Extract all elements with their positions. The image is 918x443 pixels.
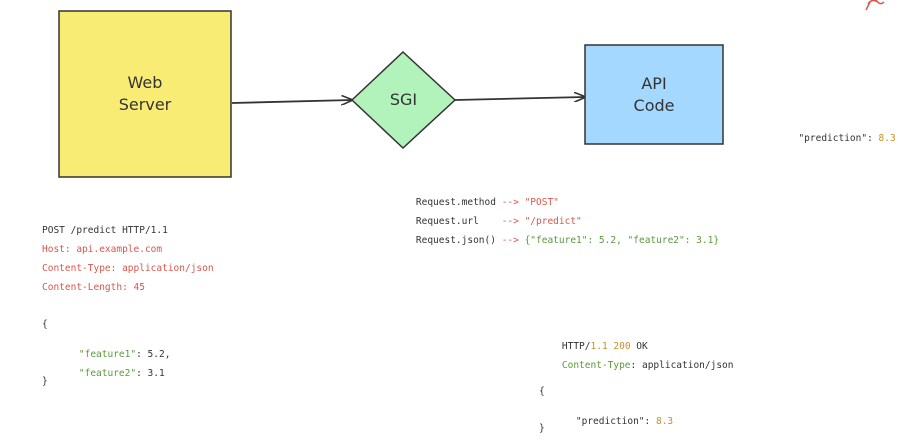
mapping-row-url: Request.url --> "/predict" [393, 205, 582, 238]
web-server-node [58, 10, 232, 178]
json-key: "feature1" [78, 349, 137, 360]
request-body-line-feature2: "feature2": 3.1 [56, 357, 165, 390]
json-value: 8.3 [655, 416, 674, 427]
mapping-row-method: Request.method --> "POST" [393, 186, 559, 219]
prediction-note-key: "prediction" [798, 133, 868, 144]
prediction-note-value: 8.3 [878, 133, 896, 144]
web-server-label-line2: Server [118, 95, 172, 114]
arrow-webserver-to-sgi [231, 100, 352, 103]
mapping-rhs: "POST" [518, 197, 559, 208]
request-header-content-type: Content-Type: application/json [42, 263, 214, 274]
request-body-open: { [42, 319, 48, 330]
mapping-lhs: Request.url [415, 216, 502, 227]
web-server-label-line1: Web [127, 73, 163, 92]
header-value: : application/json [630, 360, 734, 371]
response-header-content-type: Content-Type: application/json [539, 349, 734, 382]
request-header-content-length: Content-Length: 45 [42, 282, 145, 293]
status-code: 200 [613, 341, 631, 352]
prediction-note: "prediction": 8.3 [787, 122, 896, 144]
api-code-label: API Code [585, 45, 723, 144]
api-code-label-line2: Code [633, 95, 675, 115]
header-name: Content-Type [561, 360, 631, 371]
mapping-rhs: "/predict" [518, 216, 582, 227]
mapping-arrow: --> [501, 216, 519, 227]
arrow-sgi-to-api [454, 97, 585, 100]
response-body-line-prediction: "prediction": 8.3 [553, 405, 673, 438]
response-status-line: HTTP/1.1 200 OK [539, 330, 648, 363]
mapping-lhs: Request.method [415, 197, 502, 208]
mapping-row-json: Request.json() --> {"feature1": 5.2, "fe… [393, 224, 719, 257]
request-body-line-feature1: "feature1": 5.2, [56, 338, 171, 371]
json-key: "feature2" [78, 368, 137, 379]
response-body-open: { [539, 386, 545, 397]
request-header-host: Host: api.example.com [42, 244, 163, 255]
sgi-label: SGI [352, 52, 455, 148]
sgi-label-text: SGI [389, 90, 418, 109]
mapping-arrow: --> [501, 235, 519, 246]
api-code-label-line1: API [641, 73, 667, 93]
api-code-node [584, 44, 724, 145]
request-body-close: } [42, 376, 48, 387]
mapping-arrow: --> [501, 197, 519, 208]
request-line: POST /predict HTTP/1.1 [42, 225, 168, 236]
json-value: : 3.1 [136, 368, 165, 379]
partial-handwritten-annotation [865, 0, 885, 11]
web-server-label: Web Server [59, 11, 231, 177]
mapping-rhs: {"feature1": 5.2, "feature2": 3.1} [518, 235, 720, 246]
status-proto: HTTP/ [561, 341, 591, 352]
prediction-note-colon: : [867, 133, 879, 144]
response-body-close: } [539, 423, 545, 434]
mapping-lhs: Request.json() [415, 235, 502, 246]
json-colon: : [644, 416, 656, 427]
sgi-node [350, 50, 457, 150]
json-value: : 5.2, [136, 349, 171, 360]
status-version: 1.1 [590, 341, 608, 352]
status-text: OK [630, 341, 648, 352]
json-key: "prediction" [575, 416, 645, 427]
